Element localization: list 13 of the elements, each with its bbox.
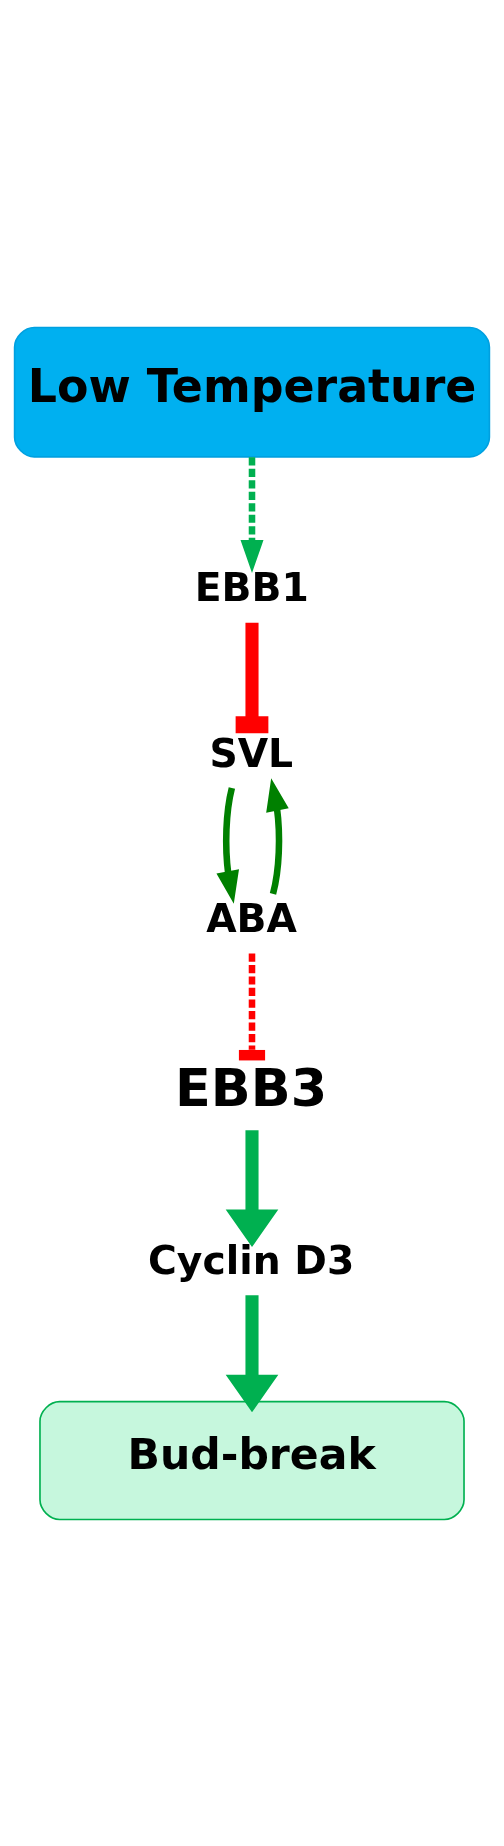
connector <box>235 622 269 733</box>
node-text: EBB3 <box>175 1056 328 1118</box>
node-box: Bud-break <box>39 1400 465 1520</box>
arrow <box>225 1294 279 1412</box>
arrow <box>266 777 289 895</box>
node-text: EBB1 <box>194 564 309 610</box>
arrow <box>225 1129 279 1247</box>
node-text: Cyclin D3 <box>148 1237 355 1283</box>
node-box: Low Temperature <box>13 326 491 458</box>
node-text: ABA <box>206 895 297 941</box>
node-text: SVL <box>209 730 294 776</box>
arrow <box>216 786 240 904</box>
arrow <box>240 456 264 573</box>
